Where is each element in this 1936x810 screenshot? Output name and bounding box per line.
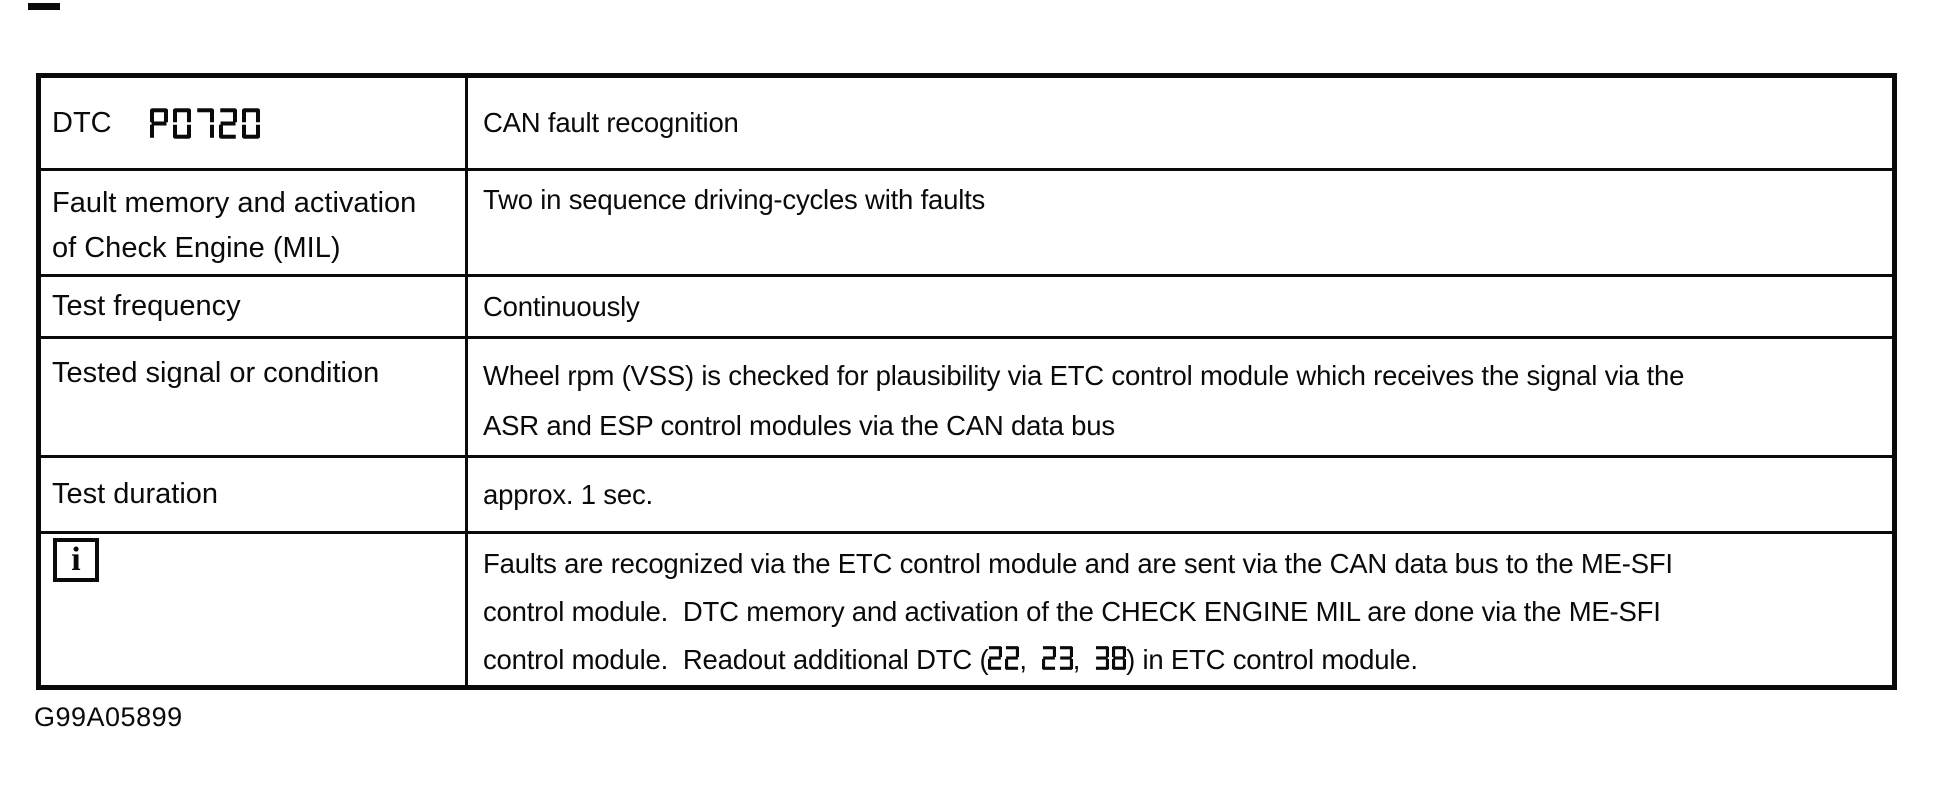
table-row: Test duration approx. 1 sec. — [41, 455, 1892, 531]
table-row: DTC CAN fault recognition — [41, 78, 1892, 168]
dtc-description: CAN fault recognition — [483, 107, 739, 138]
table-row: Test frequency Continuously — [41, 274, 1892, 336]
tested-signal-value: Wheel rpm (VSS) is checked for plausibil… — [468, 336, 1892, 455]
info-label-cell: i — [41, 531, 468, 685]
info-icon-glyph: i — [71, 541, 81, 578]
figure-id: G99A05899 — [34, 702, 183, 732]
tested-signal-label: Tested signal or condition — [41, 336, 468, 455]
test-frequency-value: Continuously — [468, 274, 1892, 336]
table-row: i Faults are recognized via the ETC cont… — [41, 531, 1892, 685]
lcd-code — [1041, 646, 1073, 670]
info-note-text: Faults are recognized via the ETC contro… — [468, 531, 1892, 685]
dtc-code-lcd — [149, 107, 260, 139]
table-row: Fault memory and activation of Check Eng… — [41, 168, 1892, 274]
test-duration-value: approx. 1 sec. — [468, 455, 1892, 531]
dtc-prefix: DTC — [52, 106, 112, 139]
scan-artifact — [28, 3, 60, 10]
test-frequency-label: Test frequency — [41, 274, 468, 336]
table-row: Tested signal or condition Wheel rpm (VS… — [41, 336, 1892, 455]
lcd-code — [1095, 646, 1127, 670]
fault-memory-label: Fault memory and activation of Check Eng… — [41, 168, 468, 274]
lcd-code — [988, 646, 1020, 670]
fault-memory-value: Two in sequence driving-cycles with faul… — [468, 168, 1892, 274]
info-icon: i — [53, 538, 99, 582]
dtc-label-cell: DTC — [41, 78, 468, 168]
test-duration-label: Test duration — [41, 455, 468, 531]
dtc-table: DTC CAN fault recognition Fault memory a… — [36, 73, 1897, 690]
